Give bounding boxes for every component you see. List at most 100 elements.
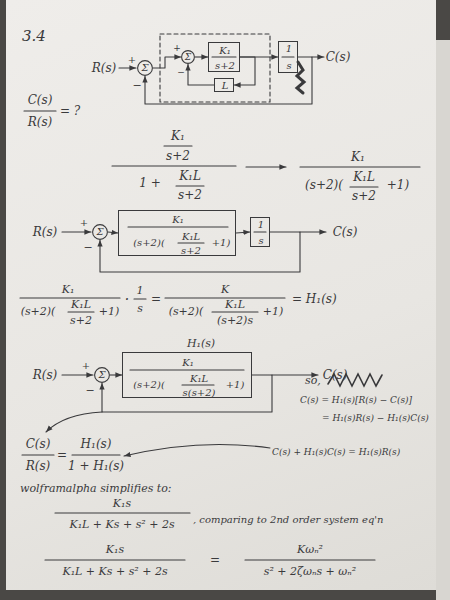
leader-arrow — [46, 412, 102, 432]
block-text: s — [258, 236, 263, 246]
note-text: R(s) — [28, 116, 53, 128]
note-text: + — [82, 361, 90, 371]
fraction-bar — [176, 185, 204, 186]
input-wire — [62, 374, 93, 375]
integrator-block: 1s — [250, 217, 270, 247]
fraction-bar — [55, 512, 190, 513]
note-text: = — [57, 449, 67, 461]
fraction-bar — [68, 311, 94, 312]
fraction-bar — [350, 186, 378, 187]
input-wire — [62, 231, 91, 232]
note-text: + — [173, 44, 181, 53]
note-text: C(s) — [326, 51, 351, 63]
note-text: s+2 — [178, 189, 202, 201]
signal-arrow — [188, 64, 214, 85]
block-text: s — [286, 61, 291, 71]
note-text: + — [128, 55, 136, 65]
fraction-bar — [24, 110, 56, 111]
note-text: +1) — [99, 306, 120, 317]
block-text: +1) — [212, 238, 231, 248]
integrator-block: 1s — [278, 41, 298, 73]
note-text: = ? — [60, 105, 80, 117]
note-text: R(s) — [26, 460, 51, 472]
note-text: (s+2)s — [217, 315, 253, 326]
signal-arrow — [236, 232, 250, 233]
note-text: K₁s — [113, 498, 131, 509]
fraction-bar — [165, 297, 285, 298]
scribble — [297, 62, 304, 93]
input-wire — [119, 67, 136, 68]
block-text: Σ — [96, 227, 103, 237]
block-text: (s+2)( — [133, 380, 165, 390]
fraction-bar — [254, 231, 266, 232]
fraction-bar — [300, 166, 420, 167]
note-text: K₁ — [62, 284, 75, 295]
block-text: Σ — [185, 53, 191, 62]
fraction-bar — [178, 242, 204, 243]
note-text: K — [221, 284, 229, 295]
note-text: K₁L — [71, 299, 91, 310]
note-text: C(s) — [26, 438, 51, 450]
fraction-bar — [282, 56, 294, 57]
signal-arrow — [153, 57, 181, 68]
note-text: · — [125, 292, 129, 306]
junction-circle — [95, 368, 110, 383]
block-text: s+2 — [215, 61, 235, 71]
signal-arrow — [110, 374, 122, 375]
fraction-bar — [130, 369, 244, 370]
block-text: K₁ — [172, 215, 183, 225]
block-text: K₁ — [182, 358, 193, 368]
output-wire — [312, 56, 324, 57]
note-text: C(s) — [323, 369, 348, 381]
note-text: +1) — [263, 306, 284, 317]
scribble — [328, 374, 382, 386]
block-text: K₁L — [190, 374, 208, 384]
signal-arrow — [100, 232, 300, 272]
signal-arrow — [240, 56, 278, 57]
note-text: s+2 — [352, 190, 376, 202]
note-text: = H₁(s)R(s) − H₁(s)C(s) — [322, 414, 429, 423]
fraction-bar — [20, 297, 120, 298]
note-text: K₁s — [106, 544, 124, 555]
signal-arrow — [108, 232, 118, 233]
signal-arrow — [234, 57, 255, 85]
paper-sheet — [6, 0, 436, 590]
summing-junction: Σ — [94, 367, 110, 383]
paper-edge — [436, 40, 450, 600]
note-text: C(s) + H₁(s)C(s) = H₁(s)R(s) — [272, 448, 400, 457]
note-text: 1 — [137, 285, 144, 296]
note-text: s — [137, 303, 143, 314]
signal-arrow — [195, 56, 208, 57]
junction-circle — [138, 61, 153, 76]
block-heading: H₁(s) — [187, 338, 215, 349]
note-text: K₁ — [171, 130, 185, 142]
leader-arrow — [124, 444, 270, 456]
note-text: 1 + H₁(s) — [68, 460, 124, 472]
summing-junction: Σ — [137, 60, 153, 76]
note-text: = — [210, 554, 220, 566]
fraction-bar — [245, 559, 375, 560]
note-text: , comparing to 2nd order system eq'n — [193, 515, 384, 525]
block-text: K₁ — [219, 46, 230, 56]
note-text: R(s) — [33, 369, 58, 381]
fraction-bar — [164, 145, 192, 146]
note-text: K₁ — [351, 151, 365, 163]
block-text: 1 — [258, 220, 264, 230]
note-text: 3.4 — [22, 29, 46, 44]
signal-arrow — [102, 375, 272, 412]
note-text: R(s) — [33, 226, 58, 238]
fraction-bar — [72, 454, 120, 455]
fraction-bar — [45, 559, 185, 560]
note-text: − — [177, 68, 185, 77]
output-wire — [300, 231, 326, 232]
derivation-arrow — [246, 166, 286, 167]
summing-junction: Σ — [181, 50, 195, 64]
connector-group — [100, 57, 312, 412]
transfer-block: H₁(s)K₁(s+2)(K₁Ls(s+2)+1) — [122, 352, 252, 398]
block-text: Σ — [141, 63, 148, 73]
fraction-bar — [22, 454, 54, 455]
note-text: H₁(s) — [81, 438, 112, 450]
block-text: 1 — [286, 44, 292, 54]
